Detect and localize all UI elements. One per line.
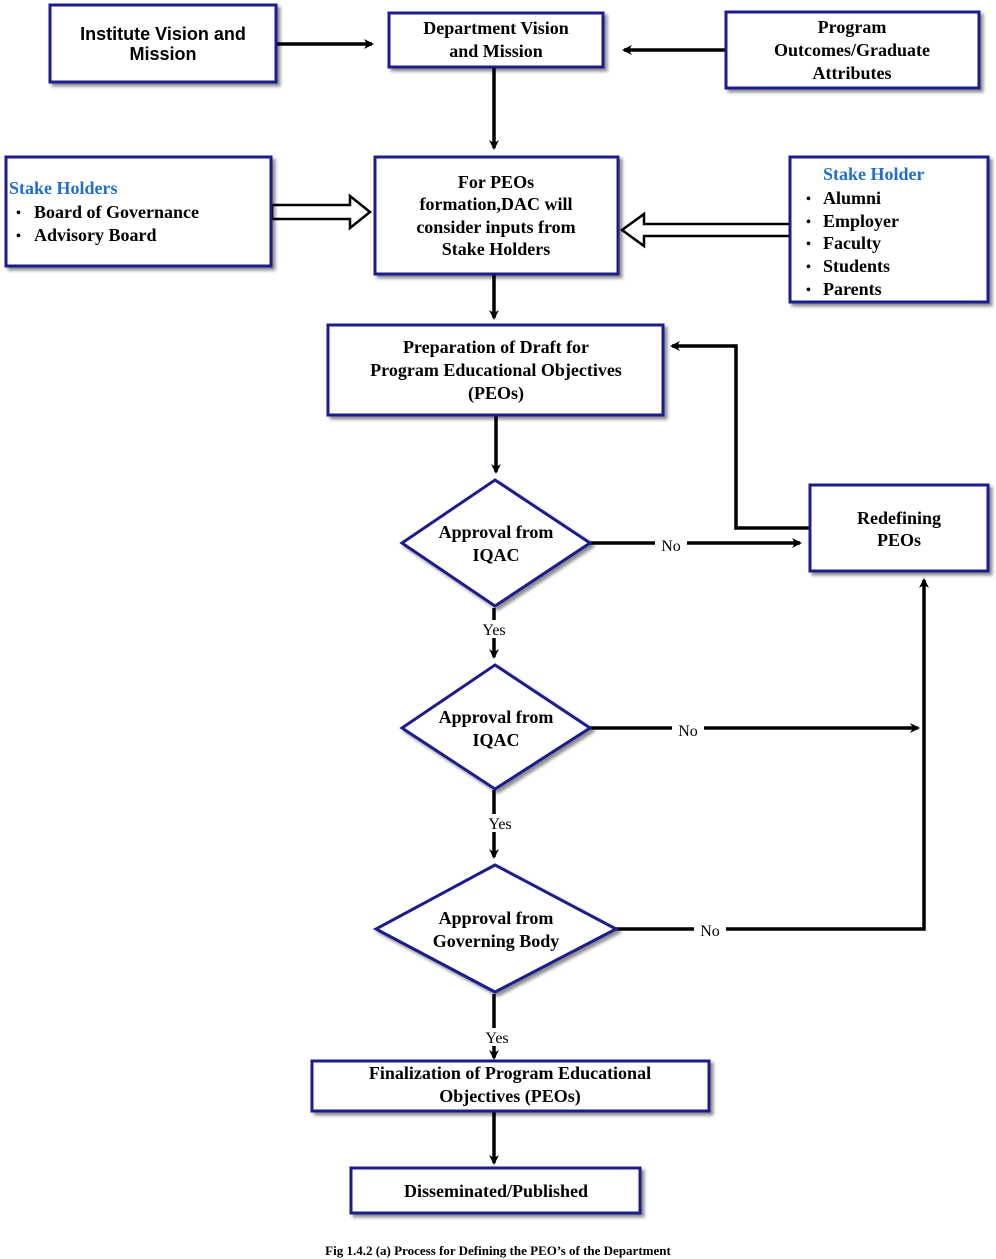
department-vision-box: Department Vision and Mission <box>387 11 605 69</box>
hollow-arrow-left-stakeholders <box>270 193 373 231</box>
arrow-approval3-no <box>616 578 929 931</box>
disseminated-box: Disseminated/Published <box>349 1166 642 1215</box>
edge-label-bg <box>655 536 687 554</box>
approval-iqac-1-line: Approval from <box>439 522 554 542</box>
edge-label-no-1: No <box>661 538 681 555</box>
figure-caption: Fig 1.4.2 (a) Process for Defining the P… <box>325 1243 671 1258</box>
department-vision-line: Department Vision <box>423 18 569 38</box>
edge-label-no-2: No <box>678 723 698 740</box>
stakeholder-item: Board of Governance <box>34 202 199 222</box>
approval-iqac-1-decision: Approval from IQAC <box>399 478 593 608</box>
finalization-line: Finalization of Program Educational <box>369 1063 651 1083</box>
bullet-icon: • <box>806 283 811 298</box>
edge-label-yes-2: Yes <box>488 816 511 833</box>
stakeholder-item: Advisory Board <box>34 225 157 245</box>
approval-governing-body-decision: Approval from Governing Body <box>372 863 620 994</box>
program-outcomes-line: Attributes <box>813 63 892 83</box>
edge-label-yes-1: Yes <box>482 622 505 639</box>
stakeholder-item: Students <box>823 256 890 276</box>
stakeholders-left-title: Stake Holders <box>9 178 118 198</box>
stakeholder-item: Faculty <box>823 233 881 253</box>
program-outcomes-line: Program <box>818 17 887 37</box>
institute-vision-box: Institute Vision and Mission <box>48 3 278 84</box>
redefining-peos-line: PEOs <box>877 530 921 550</box>
dac-inputs-line: consider inputs from <box>416 217 575 237</box>
hollow-arrow-right-stakeholders <box>619 211 792 249</box>
edge-label-no-3: No <box>700 923 720 940</box>
bullet-icon: • <box>806 215 811 230</box>
redefining-peos-box: Redefining PEOs <box>808 483 990 573</box>
stakeholders-right-box: Stake Holder • Alumni • Employer • Facul… <box>788 155 990 304</box>
edge-label-bg <box>478 1028 518 1046</box>
edge-label-yes-3: Yes <box>485 1030 508 1047</box>
stakeholder-item: Employer <box>823 211 899 231</box>
approval-iqac-1-line: IQAC <box>472 545 519 565</box>
draft-peos-box: Preparation of Draft for Program Educati… <box>326 323 665 417</box>
draft-peos-line: (PEOs) <box>468 383 524 404</box>
approval-governing-body-line: Governing Body <box>433 931 560 951</box>
dac-inputs-line: formation,DAC will <box>420 194 573 214</box>
stakeholders-left-box: Stake Holders • Board of Governance • Ad… <box>4 155 273 268</box>
institute-vision-line: Institute Vision and <box>80 24 246 44</box>
redefining-peos-line: Redefining <box>857 508 941 528</box>
stakeholder-item: Parents <box>823 279 882 299</box>
disseminated-label: Disseminated/Published <box>404 1181 588 1201</box>
finalization-line: Objectives (PEOs) <box>439 1086 580 1107</box>
stakeholders-right-title: Stake Holder <box>823 164 925 184</box>
approval-iqac-2-line: IQAC <box>472 730 519 750</box>
department-vision-line: and Mission <box>449 41 543 61</box>
institute-vision-line: Mission <box>129 44 196 64</box>
finalization-box: Finalization of Program Educational Obje… <box>310 1059 711 1113</box>
draft-peos-line: Preparation of Draft for <box>403 337 589 357</box>
edge-label-bg <box>480 814 520 832</box>
stakeholder-item: Alumni <box>823 188 881 208</box>
bullet-icon: • <box>806 192 811 207</box>
program-outcomes-box: Program Outcomes/Graduate Attributes <box>724 10 981 90</box>
dac-inputs-box: For PEOs formation,DAC will consider inp… <box>373 155 620 276</box>
dac-inputs-line: For PEOs <box>458 172 534 192</box>
dac-inputs-line: Stake Holders <box>442 239 551 259</box>
bullet-icon: • <box>16 229 21 244</box>
edge-label-bg <box>475 620 515 638</box>
approval-governing-body-line: Approval from <box>439 908 554 928</box>
bullet-icon: • <box>806 237 811 252</box>
program-outcomes-line: Outcomes/Graduate <box>774 40 930 60</box>
edge-label-bg <box>672 721 704 739</box>
approval-iqac-2-line: Approval from <box>439 707 554 727</box>
bullet-icon: • <box>806 260 811 275</box>
approval-iqac-2-decision: Approval from IQAC <box>399 663 593 791</box>
edge-label-bg <box>694 922 726 940</box>
arrow-redefining-to-draft <box>670 341 810 530</box>
bullet-icon: • <box>16 206 21 221</box>
draft-peos-line: Program Educational Objectives <box>370 360 622 380</box>
